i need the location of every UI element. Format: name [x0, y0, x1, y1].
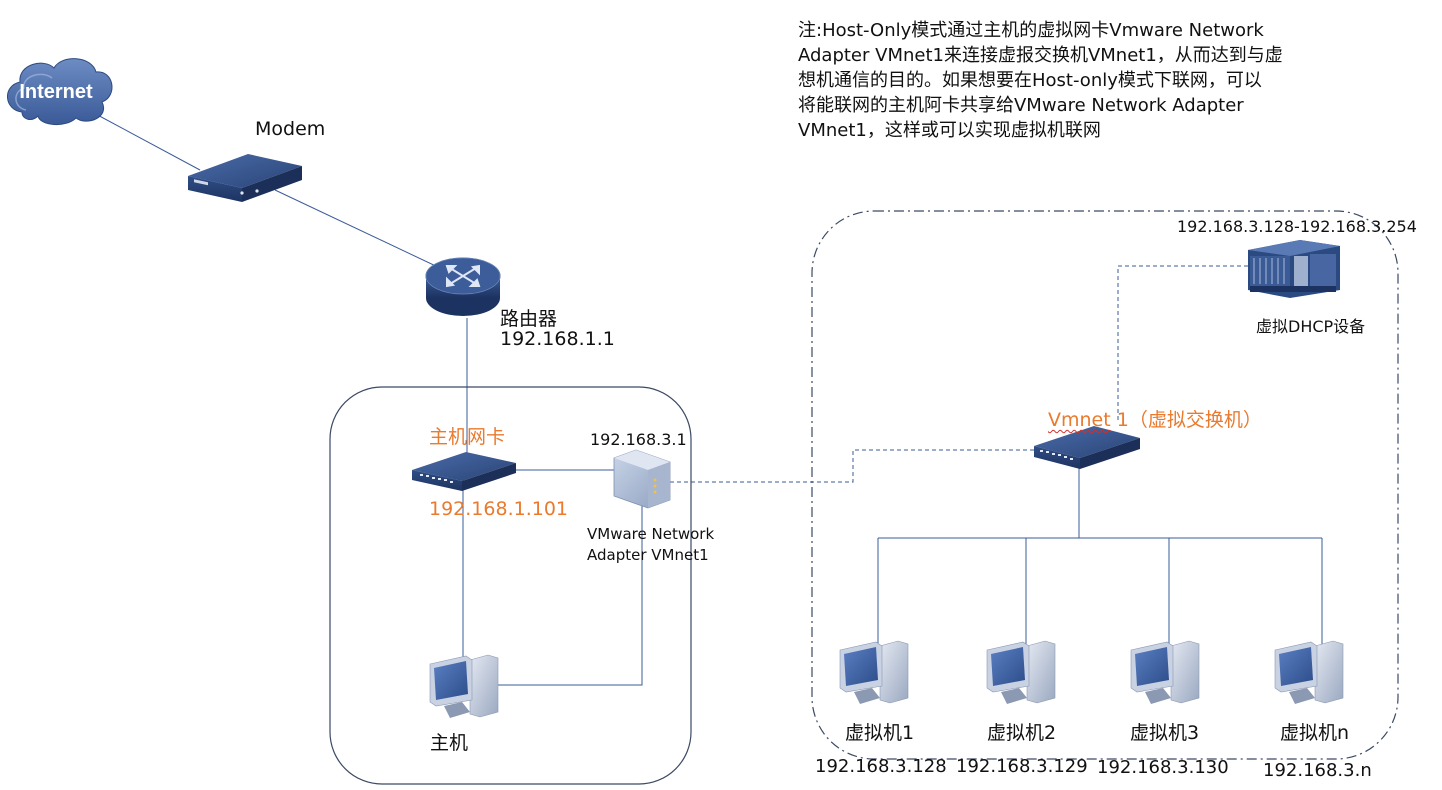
- dashed-links: [670, 265, 1250, 483]
- note-line-1: 注:Host-Only模式通过主机的虚拟网卡Vmware Network: [798, 20, 1264, 41]
- vm-3-ip-label: 192.168.3.130: [1097, 757, 1229, 778]
- dhcp-range-label: 192.168.3.128-192.168.3.254: [1177, 217, 1417, 236]
- vm-pc-icon-3: [1130, 640, 1200, 704]
- adapter-name-line1: VMware Network: [587, 525, 715, 543]
- adapter-name-line2: Adapter VMnet1: [587, 546, 709, 564]
- host-frame: [329, 386, 692, 785]
- connection-lines: [91, 111, 1323, 686]
- link-adapter-host: [498, 502, 643, 686]
- router-name-label: 路由器: [500, 308, 558, 330]
- modem-label: Modem: [255, 118, 326, 140]
- internet-label: Internet: [19, 81, 93, 103]
- adapter-ip-label: 192.168.3.1: [590, 430, 687, 449]
- link-internet-modem: [91, 111, 201, 171]
- dhcp-server-icon: [1248, 240, 1340, 298]
- vm-2-ip-label: 192.168.3.129: [956, 756, 1088, 777]
- host-nic-ip-label: 192.168.1.101: [429, 498, 569, 520]
- note-line-5: VMnet1，这样或可以实现虚拟机联网: [798, 120, 1101, 141]
- vmware-adapter-icon: [613, 449, 671, 509]
- note-line-4: 将能联网的主机阿卡共享给VMware Network Adapter: [798, 95, 1244, 116]
- host-label: 主机: [430, 732, 469, 754]
- vm-1-name-label: 虚拟机1: [845, 722, 915, 744]
- vm-pc-icon-n: [1274, 640, 1344, 704]
- vswitch-label-rest: 1（虚拟交换机）: [1110, 409, 1262, 431]
- note-line-2: Adapter VMnet1来连接虚报交换机VMnet1，从而达到与虚: [798, 45, 1283, 66]
- dhcp-device-label: 虚拟DHCP设备: [1256, 317, 1366, 336]
- note-text: 注:Host-Only模式通过主机的虚拟网卡Vmware Network Ada…: [798, 18, 1358, 143]
- link-modem-router: [274, 189, 441, 269]
- vm-3-name-label: 虚拟机3: [1130, 722, 1200, 744]
- vm-1-ip-label: 192.168.3.128: [815, 756, 947, 777]
- vm-n-name-label: 虚拟机n: [1280, 722, 1350, 744]
- host-nic-device-icon: [412, 452, 516, 491]
- vswitch-label-name: Vmnet: [1048, 409, 1111, 431]
- modem-device-icon: [188, 154, 302, 202]
- vm-2-name-label: 虚拟机2: [987, 722, 1057, 744]
- vswitch-label: Vmnet 1（虚拟交换机）: [1048, 405, 1262, 432]
- host-pc-icon: [429, 654, 499, 718]
- host-nic-name-label: 主机网卡: [429, 426, 506, 448]
- vm-n-ip-label: 192.168.3.n: [1263, 760, 1372, 781]
- virtual-switch-icon: [1034, 426, 1140, 469]
- vm-pc-icon-1: [839, 640, 909, 704]
- vm-pc-icon-2: [986, 640, 1056, 704]
- link-vswitch-dhcp: [1117, 265, 1250, 420]
- note-line-3: 想机通信的目的。如果想要在Host-only模式下联网，可以: [798, 70, 1262, 91]
- link-adapter-vswitch: [670, 449, 1040, 483]
- router-icon: [425, 257, 501, 316]
- internet-cloud-icon: [7, 58, 113, 125]
- router-ip-label: 192.168.1.1: [500, 328, 615, 350]
